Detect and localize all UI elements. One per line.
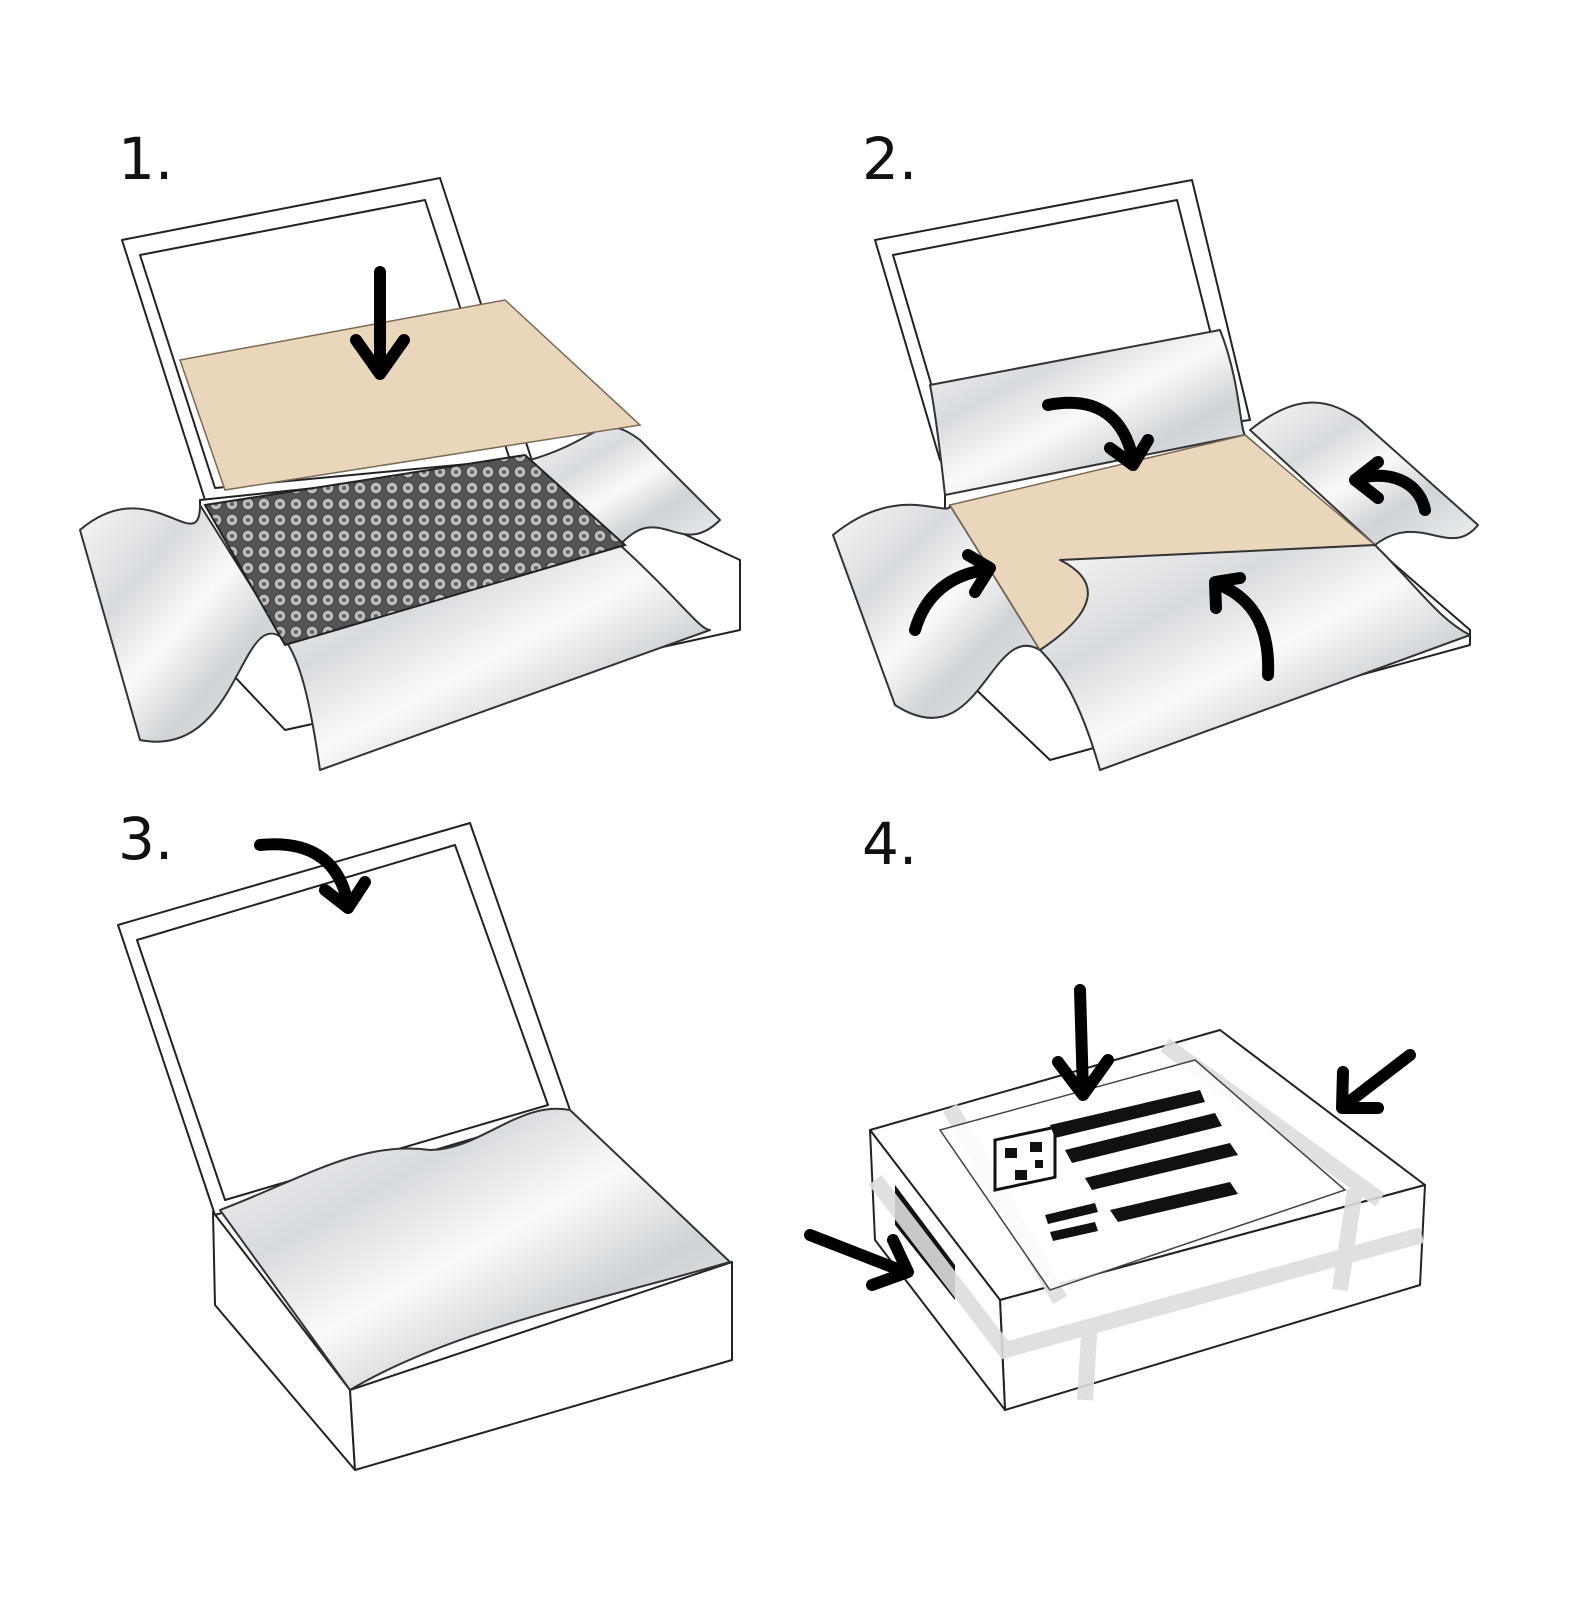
arrow-down-icon [1052, 984, 1114, 1101]
plastic-wrap-left [832, 503, 1041, 719]
step-3-illustration [117, 822, 733, 1471]
curved-arrow-icon [1042, 396, 1154, 471]
step-1-illustration [79, 177, 741, 771]
curved-arrow-icon [1209, 572, 1275, 681]
step-3-number: 3. [118, 805, 174, 873]
arrow-diagonal-icon [804, 1229, 914, 1291]
plastic-wrap-top [219, 1107, 731, 1391]
plastic-wrap-front [1039, 544, 1471, 771]
step-4-illustration [804, 984, 1426, 1411]
qr-code [993, 1125, 1057, 1192]
curved-arrow-icon [1349, 456, 1431, 516]
label-text-line [1050, 1090, 1205, 1138]
step-2-number: 2. [862, 125, 918, 193]
label-text-line [1050, 1222, 1098, 1241]
curved-arrow-icon [909, 549, 996, 636]
paper-sheet [179, 299, 642, 491]
step-4-number: 4. [862, 810, 918, 878]
box-lid-inner [136, 844, 549, 1201]
arrow-down-icon [350, 266, 410, 380]
step-2-illustration [832, 179, 1479, 771]
step-1-number: 1. [118, 125, 174, 193]
plastic-wrap-right [529, 426, 721, 546]
label-text-line [1065, 1113, 1222, 1163]
bubble-wrap [203, 453, 627, 647]
box-front [349, 1261, 733, 1471]
label-text-line [1110, 1182, 1238, 1222]
arrow-diagonal-icon [1336, 1049, 1416, 1114]
curved-arrow-icon [254, 838, 371, 914]
label-text-line [1085, 1143, 1238, 1190]
label-text-line [1045, 1203, 1098, 1224]
